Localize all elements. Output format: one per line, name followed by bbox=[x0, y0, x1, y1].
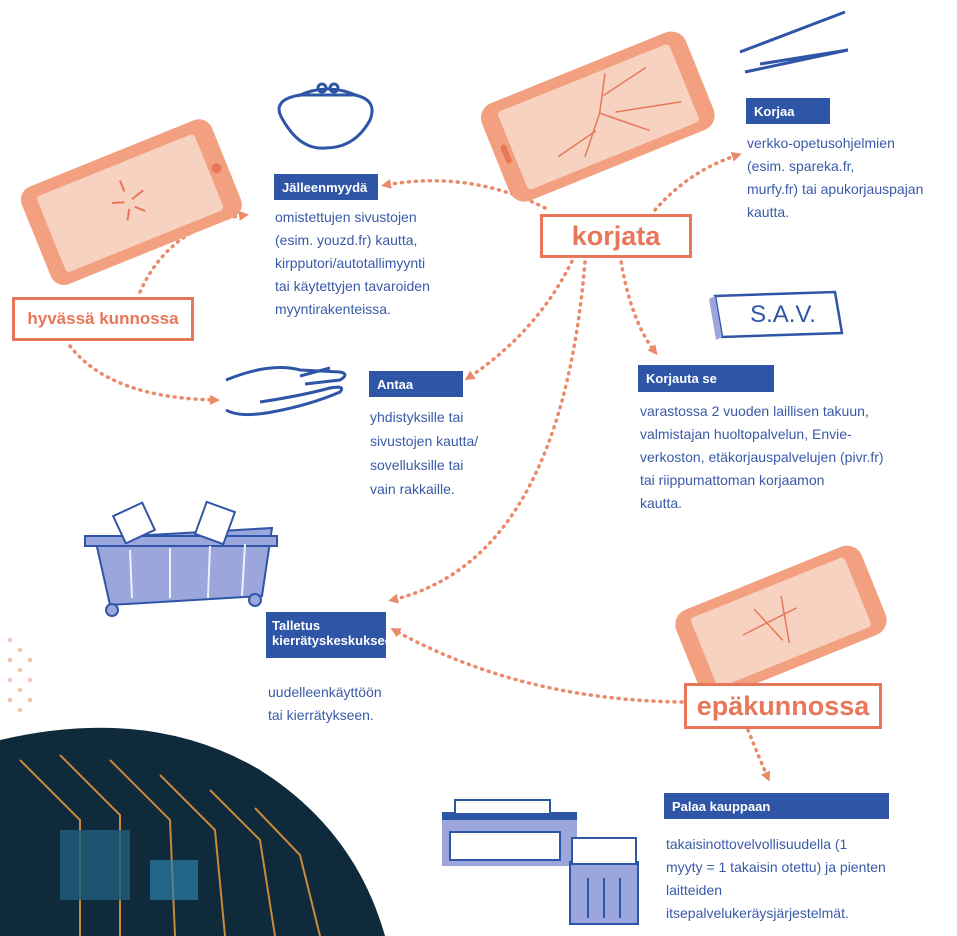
tweezers-icon bbox=[739, 10, 849, 74]
resell-title: Jälleenmyydä bbox=[274, 174, 378, 200]
store-icon bbox=[442, 799, 639, 925]
hand-icon bbox=[225, 366, 347, 417]
arrow-good-to-give bbox=[68, 344, 220, 405]
have-repaired-text: varastossa 2 vuoden laillisen takuun, va… bbox=[640, 403, 884, 511]
deposit-text: uudelleenkäyttöön tai kierrätykseen. bbox=[268, 684, 382, 723]
arrow-broken-to-return bbox=[746, 728, 771, 782]
sav-text: S.A.V. bbox=[750, 301, 816, 328]
phone-cracked-icon bbox=[480, 31, 715, 202]
give-title: Antaa bbox=[369, 371, 463, 397]
korjata-label: korjata bbox=[571, 220, 661, 251]
resell-text: omistettujen sivustojen (esim. youzd.fr)… bbox=[275, 209, 430, 317]
phone-broken-icon bbox=[675, 545, 887, 699]
broken-box: epäkunnossa bbox=[684, 683, 882, 729]
arrow-broken-to-deposit bbox=[390, 628, 684, 704]
arrow-korjata-to-deposit bbox=[388, 260, 587, 604]
give-text: yhdistyksille tai sivustojen kautta/ sov… bbox=[370, 409, 479, 497]
arrow-korjata-to-repair bbox=[653, 152, 742, 212]
dumpster-icon bbox=[84, 500, 278, 617]
repair-text: verkko-opetusohjelmien (esim. spareka.fr… bbox=[747, 135, 924, 220]
purse-icon bbox=[277, 82, 374, 150]
phone-good-icon bbox=[20, 119, 242, 285]
arrow-korjata-to-give bbox=[464, 253, 577, 381]
have-repaired-title: Korjauta se bbox=[638, 365, 774, 392]
good-condition-label: hyvässä kunnossa bbox=[27, 309, 179, 328]
korjata-box: korjata bbox=[540, 214, 692, 258]
repair-title: Korjaa bbox=[746, 98, 830, 124]
good-condition-box: hyvässä kunnossa bbox=[12, 297, 194, 341]
broken-label: epäkunnossa bbox=[696, 690, 870, 721]
sav-sign-icon bbox=[709, 290, 844, 340]
deposit-title: Talletus kierrätyskeskukseen bbox=[266, 612, 386, 658]
arrow-korjata-to-have-repaired bbox=[618, 253, 658, 356]
return-text: takaisinottovelvollisuudella (1 myyty = … bbox=[666, 836, 886, 921]
return-title: Palaa kauppaan bbox=[664, 793, 889, 819]
circuit-board-image bbox=[0, 637, 385, 936]
